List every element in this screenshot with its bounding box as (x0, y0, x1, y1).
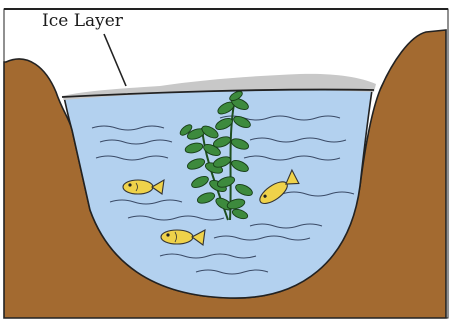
ice-layer-label: Ice Layer (42, 11, 124, 31)
